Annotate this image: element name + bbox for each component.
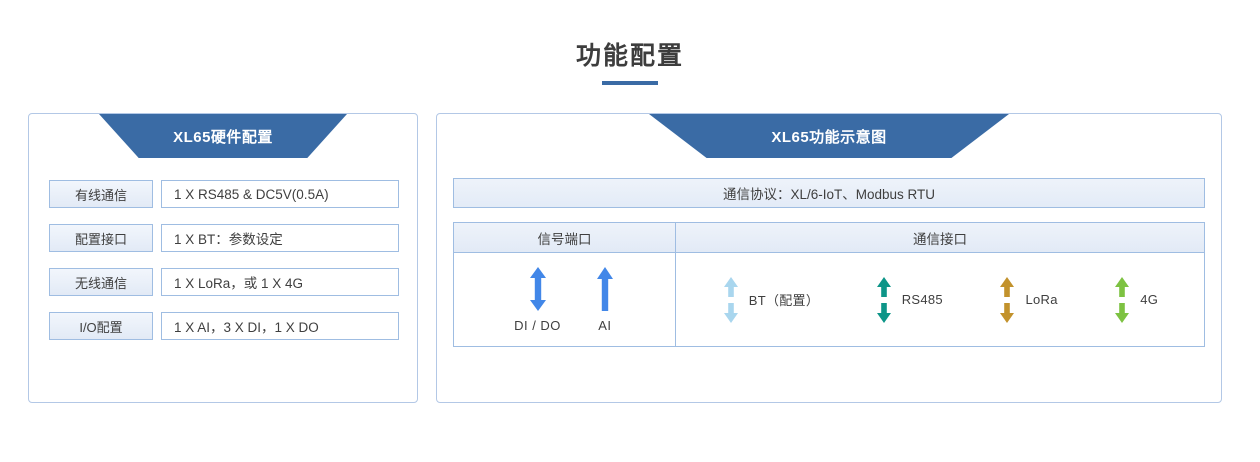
hardware-config-banner-title: XL65硬件配置 bbox=[173, 128, 273, 146]
table-row: 配置接口 1 X BT：参数设定 bbox=[49, 224, 399, 252]
double-arrow-up-down-icon bbox=[998, 276, 1016, 323]
function-table-header: 信号端口 通信接口 bbox=[454, 223, 1204, 253]
signal-port-item-ai: AI bbox=[595, 266, 615, 333]
comm-port-label-rs485: RS485 bbox=[901, 292, 943, 307]
table-row: 无线通信 1 X LoRa，或 1 X 4G bbox=[49, 268, 399, 296]
comm-port-item-4g: 4G bbox=[1113, 276, 1159, 323]
comm-port-item-rs485: RS485 bbox=[875, 276, 943, 323]
comm-port-label-4g: 4G bbox=[1140, 292, 1159, 307]
double-arrow-up-down-icon bbox=[875, 276, 893, 323]
function-table-body: DI / DO AI bbox=[454, 253, 1204, 346]
spec-value-io: 1 X AI，3 X DI，1 X DO bbox=[161, 312, 399, 340]
function-diagram-banner-title: XL65功能示意图 bbox=[771, 128, 887, 146]
double-arrow-up-down-icon bbox=[1113, 276, 1131, 323]
hardware-config-banner: XL65硬件配置 bbox=[99, 114, 347, 158]
comm-interface-cell: BT（配置） RS485 bbox=[676, 253, 1204, 346]
table-row: I/O配置 1 X AI，3 X DI，1 X DO bbox=[49, 312, 399, 340]
spec-value-wired: 1 X RS485 & DC5V(0.5A) bbox=[161, 180, 399, 208]
table-row: 有线通信 1 X RS485 & DC5V(0.5A) bbox=[49, 180, 399, 208]
panels-container: XL65硬件配置 有线通信 1 X RS485 & DC5V(0.5A) 配置接… bbox=[0, 85, 1260, 403]
comm-port-label-lora: LoRa bbox=[1025, 292, 1058, 307]
function-diagram-banner: XL65功能示意图 bbox=[649, 114, 1009, 158]
page-title: 功能配置 bbox=[575, 42, 684, 70]
spec-value-wireless: 1 X LoRa，或 1 X 4G bbox=[161, 268, 399, 296]
function-table: 信号端口 通信接口 DI / DO bbox=[453, 222, 1205, 347]
column-header-comm-interface: 通信接口 bbox=[913, 231, 967, 247]
function-diagram-panel: XL65功能示意图 通信协议：XL/6-IoT、Modbus RTU 信号端口 … bbox=[436, 113, 1222, 403]
title-underline bbox=[602, 81, 658, 85]
arrow-up-icon bbox=[595, 266, 615, 311]
spec-label-wireless: 无线通信 bbox=[49, 268, 153, 296]
spec-label-io: I/O配置 bbox=[49, 312, 153, 340]
spec-value-config-port: 1 X BT：参数设定 bbox=[161, 224, 399, 252]
page-header: 功能配置 bbox=[0, 0, 1260, 85]
hardware-spec-list: 有线通信 1 X RS485 & DC5V(0.5A) 配置接口 1 X BT：… bbox=[29, 164, 417, 340]
spec-label-config-port: 配置接口 bbox=[49, 224, 153, 252]
double-arrow-up-down-icon bbox=[528, 266, 548, 311]
double-arrow-up-down-icon bbox=[722, 276, 740, 323]
signal-port-cell: DI / DO AI bbox=[454, 253, 676, 346]
spec-label-wired: 有线通信 bbox=[49, 180, 153, 208]
column-header-signal-port: 信号端口 bbox=[454, 223, 676, 252]
protocol-bar: 通信协议：XL/6-IoT、Modbus RTU bbox=[453, 178, 1205, 208]
comm-port-item-bt: BT（配置） bbox=[722, 276, 820, 323]
signal-port-item-di-do: DI / DO bbox=[514, 266, 561, 333]
comm-port-label-bt: BT（配置） bbox=[748, 293, 820, 308]
hardware-config-panel: XL65硬件配置 有线通信 1 X RS485 & DC5V(0.5A) 配置接… bbox=[28, 113, 418, 403]
signal-port-label-ai: AI bbox=[598, 317, 612, 333]
signal-port-label-di-do: DI / DO bbox=[514, 317, 561, 333]
comm-port-item-lora: LoRa bbox=[998, 276, 1058, 323]
